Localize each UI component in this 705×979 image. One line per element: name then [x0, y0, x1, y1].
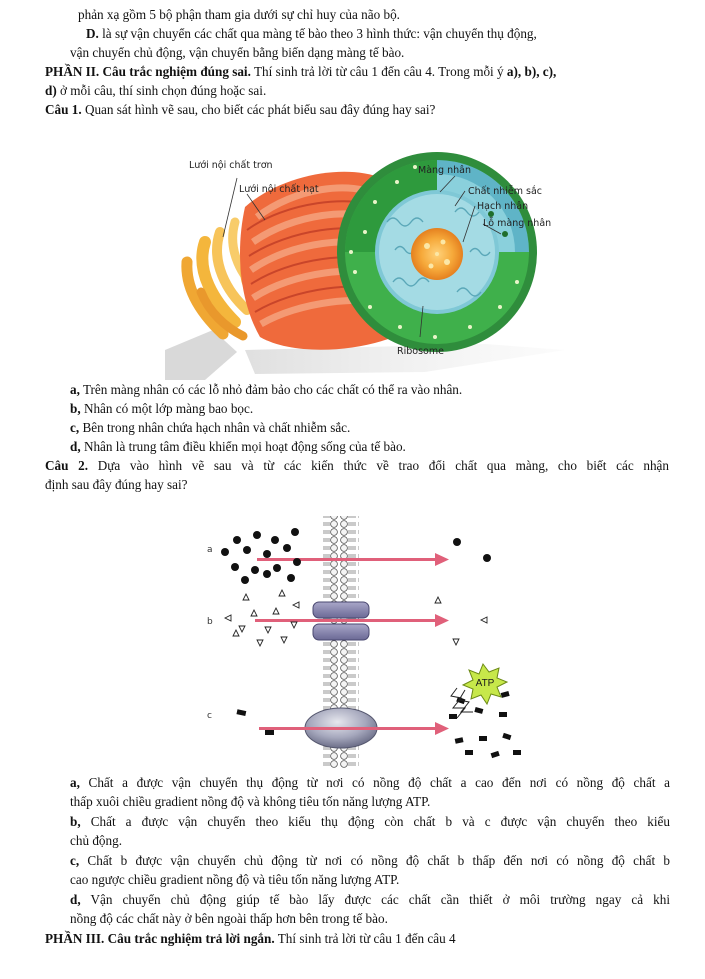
question-2-heading-cont: định sau đây đúng hay sai? [45, 477, 187, 493]
row-label-a: a [207, 545, 213, 555]
figure-1-leader-lines [222, 175, 502, 338]
q1-option-b: b, Nhân có một lớp màng bao bọc. [70, 401, 253, 417]
question-2-heading: Câu 2. Dựa vào hình vẽ sau và từ các kiế… [45, 458, 669, 474]
q2-option-a-text: Chất a được vận chuyển thụ động từ nơi c… [79, 775, 670, 790]
label-nucleolus: Hạch nhân [477, 201, 528, 212]
q2-option-a-text-cont: thấp xuôi chiều gradient nồng độ và khôn… [70, 794, 431, 809]
figure-shadow [165, 330, 565, 380]
q1-option-d-label: d, [70, 439, 81, 454]
row-label-c: c [207, 711, 212, 721]
q2-option-b: b, Chất a được vận chuyển theo kiểu thụ … [70, 814, 670, 830]
part2-option-d: d) [45, 83, 57, 98]
q1-option-a: a, Trên màng nhân có các lỗ nhỏ đảm bảo … [70, 382, 462, 398]
q2-option-d-cont: nồng độ các chất này ở bên ngoài thấp hơ… [70, 911, 388, 927]
part2-options: a), b), c), [506, 64, 557, 79]
option-d-label: D. [86, 26, 99, 41]
label-rough-er: Lưới nội chất hạt [239, 184, 319, 195]
q2-option-b-cont: chủ động. [70, 833, 122, 849]
q1-option-c: c, Bên trong nhân chứa hạch nhân và chất… [70, 420, 350, 436]
q2-option-d: d, Vận chuyển chủ động giúp tế bào lấy đ… [70, 892, 670, 908]
question-2-prompt: Dựa vào hình vẽ sau và từ các kiến thức … [88, 458, 669, 473]
substance-a-particles [221, 528, 491, 584]
q1-option-b-text: Nhân có một lớp màng bao bọc. [80, 401, 254, 416]
text-line-2: D. là sự vận chuyển các chất qua màng tế… [86, 26, 537, 42]
q2-option-a: a, Chất a được vận chuyển thụ động từ nơ… [70, 775, 670, 791]
label-smooth-er: Lưới nội chất trơn [189, 160, 273, 171]
q1-option-d-text: Nhân là trung tâm điều khiển mọi hoạt độ… [80, 439, 406, 454]
transport-arrows [255, 553, 449, 735]
label-nuclear-pore: Lỗ màng nhân [483, 218, 551, 229]
q2-option-c-text: Chất b được vận chuyển chủ động từ nơi c… [79, 853, 670, 868]
question-1-prompt: Quan sát hình vẽ sau, cho biết các phát … [81, 102, 436, 117]
q2-option-d-text: Vận chuyển chủ động giúp tế bào lấy được… [80, 892, 670, 907]
label-chromatin: Chất nhiễm sắc [468, 186, 542, 197]
question-1-label: Câu 1. [45, 102, 82, 117]
q2-option-b-text: Chất a được vận chuyển theo kiểu thụ độn… [80, 814, 670, 829]
part3-instructions: Thí sinh trả lời từ câu 1 đến câu 4 [274, 931, 456, 946]
q1-option-c-label: c, [70, 420, 80, 435]
text-line-1: phản xạ gồm 5 bộ phận tham gia dưới sự c… [78, 7, 400, 23]
option-d-text: là sự vận chuyển các chất qua màng tế bà… [98, 26, 537, 41]
question-2-prompt-cont: định sau đây đúng hay sai? [45, 477, 188, 492]
question-2-label: Câu 2. [45, 458, 89, 473]
part2-heading: PHẦN II. Câu trắc nghiệm đúng sai. Thí s… [45, 64, 556, 80]
atp-energy-burst: ATP [450, 662, 509, 719]
q2-option-d-text-cont: nồng độ các chất này ở bên ngoài thấp hơ… [70, 911, 388, 926]
part2-title: PHẦN II. Câu trắc nghiệm đúng sai. [45, 64, 251, 79]
q2-option-b-text-cont: chủ động. [70, 833, 123, 848]
part2-instructions: Thí sinh trả lời từ câu 1 đến câu 4. Tro… [250, 64, 507, 79]
membrane-transport-figure: ATP a b c [207, 516, 521, 768]
q2-option-a-cont: thấp xuôi chiều gradient nồng độ và khôn… [70, 794, 430, 810]
option-d-text-cont: vận chuyển chủ động, vận chuyển bằng biế… [70, 45, 405, 60]
q1-option-a-text: Trên màng nhân có các lỗ nhỏ đảm bảo cho… [79, 382, 463, 397]
q2-option-a-label: a, [70, 775, 80, 790]
part3-title: PHẦN III. Câu trắc nghiệm trả lời ngắn. [45, 931, 275, 946]
q2-option-c-label: c, [70, 853, 80, 868]
substance-c-particles [236, 688, 521, 759]
nuclear-envelope-shape [337, 152, 537, 352]
q1-option-d: d, Nhân là trung tâm điều khiển mọi hoạt… [70, 439, 406, 455]
label-ribosome: Ribosome [397, 346, 444, 357]
part2-heading-cont: d) ở mỗi câu, thí sinh chọn đúng hoặc sa… [45, 83, 266, 99]
q1-option-b-label: b, [70, 401, 81, 416]
part3-heading: PHẦN III. Câu trắc nghiệm trả lời ngắn. … [45, 931, 456, 947]
q2-option-d-label: d, [70, 892, 81, 907]
q1-option-a-label: a, [70, 382, 80, 397]
text-line-3: vận chuyển chủ động, vận chuyển bằng biế… [70, 45, 404, 61]
line-1-text: phản xạ gồm 5 bộ phận tham gia dưới sự c… [78, 7, 400, 22]
q2-option-c-cont: cao ngược chiều gradient nồng độ và tiêu… [70, 872, 399, 888]
row-label-b: b [207, 617, 213, 627]
question-1-heading: Câu 1. Quan sát hình vẽ sau, cho biết cá… [45, 102, 435, 118]
channel-protein [312, 601, 370, 641]
q2-option-c: c, Chất b được vận chuyển chủ động từ nơ… [70, 853, 670, 869]
q2-option-b-label: b, [70, 814, 81, 829]
substance-b-particles [223, 588, 488, 648]
q2-option-c-text-cont: cao ngược chiều gradient nồng độ và tiêu… [70, 872, 400, 887]
q1-option-c-text: Bên trong nhân chứa hạch nhân và chất nh… [79, 420, 351, 435]
atp-label: ATP [476, 678, 495, 689]
cell-nucleus-figure: Lưới nội chất trơn Lưới nội chất hạt Màn… [165, 152, 565, 380]
label-nuclear-membrane: Màng nhân [418, 165, 471, 176]
part2-instructions-cont: ở mỗi câu, thí sinh chọn đúng hoặc sai. [56, 83, 267, 98]
